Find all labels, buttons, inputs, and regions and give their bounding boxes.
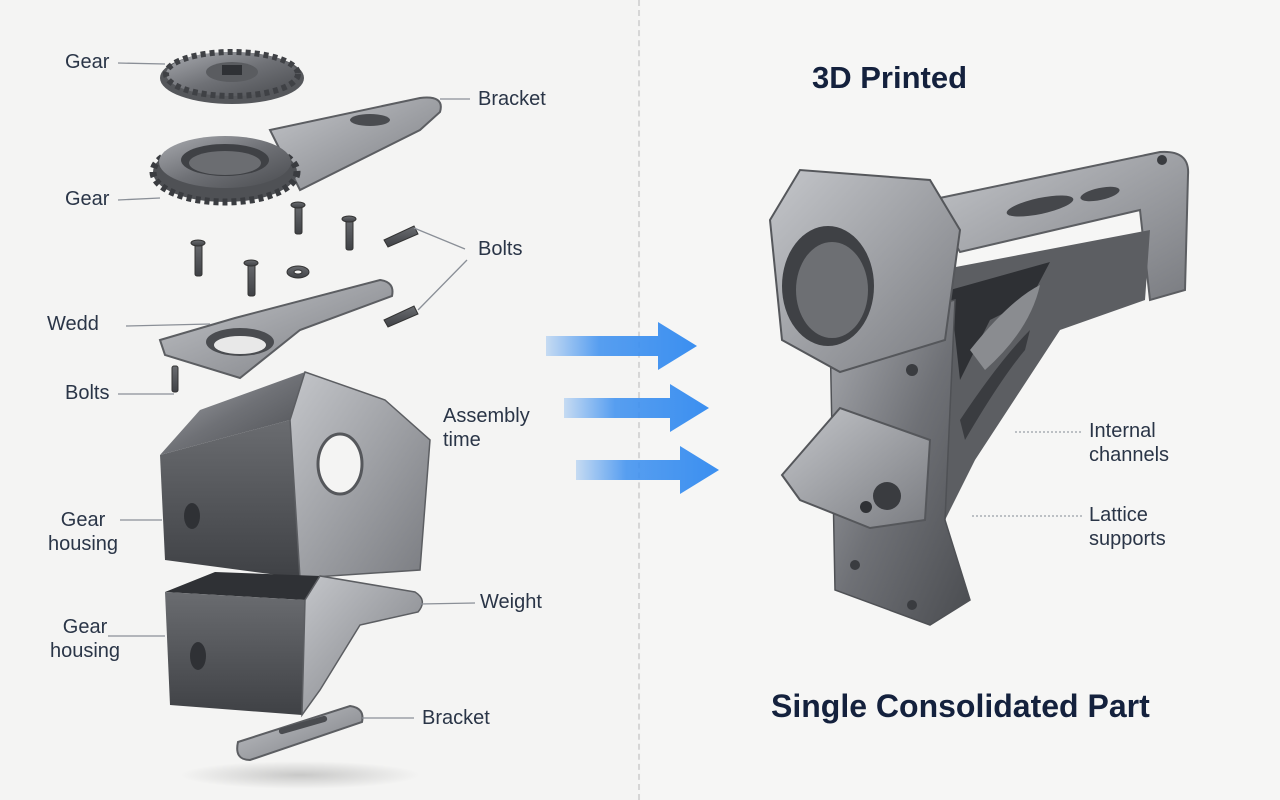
upper-bracket-part [268, 96, 442, 192]
label-gear-second: Gear [65, 188, 110, 210]
title-single-consolidated-part: Single Consolidated Part [771, 688, 1150, 724]
bottom-bracket-part [180, 704, 420, 789]
label-gear-housing-lower: Gear housing [49, 616, 121, 662]
label-lattice-supports: Lattice supports [1089, 504, 1166, 550]
title-3d-printed: 3D Printed [812, 60, 968, 95]
label-bolts-lower: Bolts [65, 382, 110, 404]
leader-lines-right [972, 431, 1082, 517]
wedd-plate-part [158, 278, 394, 380]
lower-gear-housing-part [165, 572, 424, 718]
label-weight: Weight [480, 591, 542, 613]
label-wedd: Wedd [47, 313, 99, 335]
transform-arrows [546, 322, 719, 494]
upper-gear-housing-part [160, 371, 431, 579]
label-gear-housing-upper: Gear housing [47, 509, 119, 555]
label-bracket-top: Bracket [478, 88, 546, 110]
label-bracket-bottom: Bracket [422, 707, 490, 729]
label-bolts-upper: Bolts [478, 238, 523, 260]
bolt-group [171, 201, 419, 393]
arrow-top [546, 322, 697, 370]
label-gear-top: Gear [65, 51, 110, 73]
second-gear-part [149, 136, 301, 206]
arrow-middle [564, 384, 709, 432]
leader-lines-left [108, 62, 476, 719]
label-assembly-time: Assembly time [443, 405, 530, 451]
top-gear-part [160, 49, 304, 104]
consolidated-part [768, 150, 1190, 626]
arrow-bottom [576, 446, 719, 494]
label-internal-channels: Internal channels [1089, 420, 1170, 466]
